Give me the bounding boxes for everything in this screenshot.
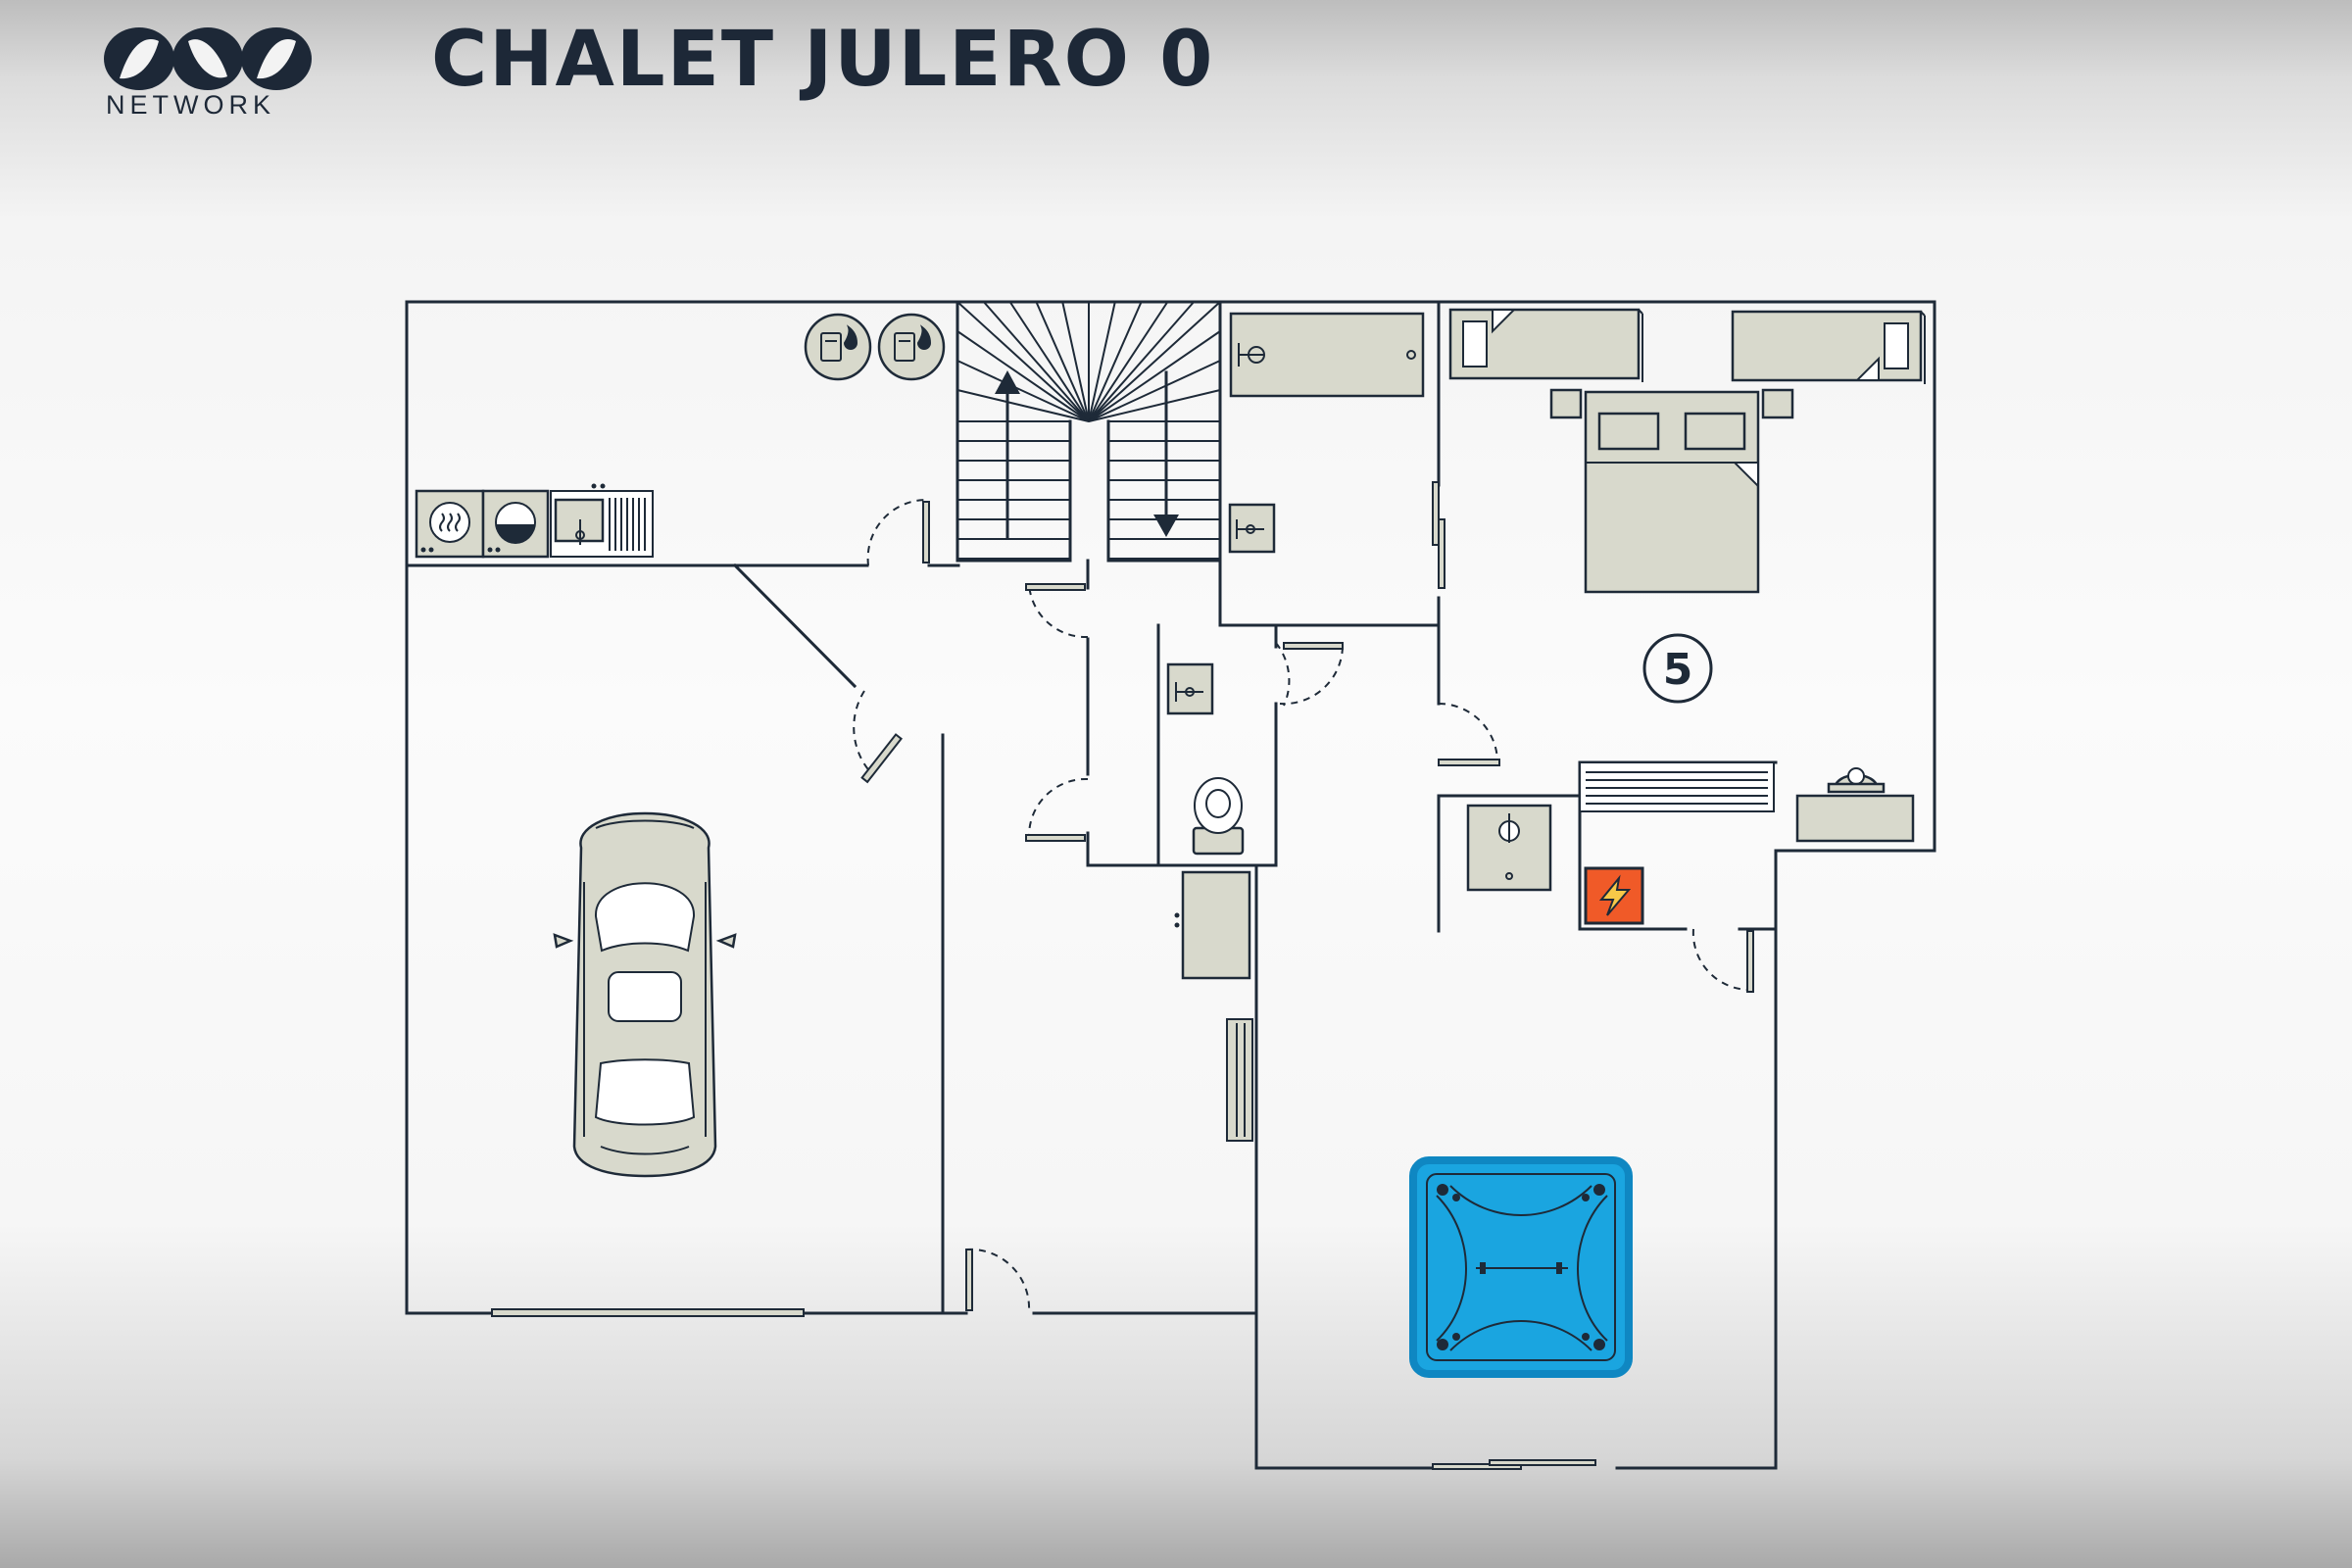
desk-with-phone [1795, 767, 1915, 843]
brand-name: NETWORK [106, 90, 275, 120]
staircase-icon [956, 300, 1222, 563]
network-logo [104, 27, 312, 90]
hot-tub-icon [1409, 1156, 1633, 1378]
car-icon [553, 811, 737, 1178]
sink-icon [554, 498, 605, 545]
room-number-label: 5 [1663, 645, 1693, 695]
water-heater-icon [804, 313, 946, 381]
room-number: 5 [1642, 633, 1713, 704]
sink-icon [1166, 662, 1214, 715]
sink-icon [1228, 503, 1276, 554]
toilet-icon [1192, 777, 1245, 856]
shelf [1174, 870, 1251, 980]
shower [1466, 804, 1552, 892]
single-bed [1448, 308, 1643, 382]
washing-machine-icon [487, 502, 536, 553]
radiator [1579, 761, 1775, 812]
dryer-icon [420, 502, 470, 553]
double-bed-icon [1549, 388, 1794, 594]
page-title: CHALET JULERO 0 [431, 16, 1215, 104]
electrical-panel-icon [1584, 866, 1644, 925]
laundry-counter [415, 483, 654, 559]
single-bed [1731, 310, 1926, 384]
doors [491, 481, 1754, 1470]
bathtub-icon [1229, 312, 1425, 398]
interior-walls [405, 300, 1778, 1315]
